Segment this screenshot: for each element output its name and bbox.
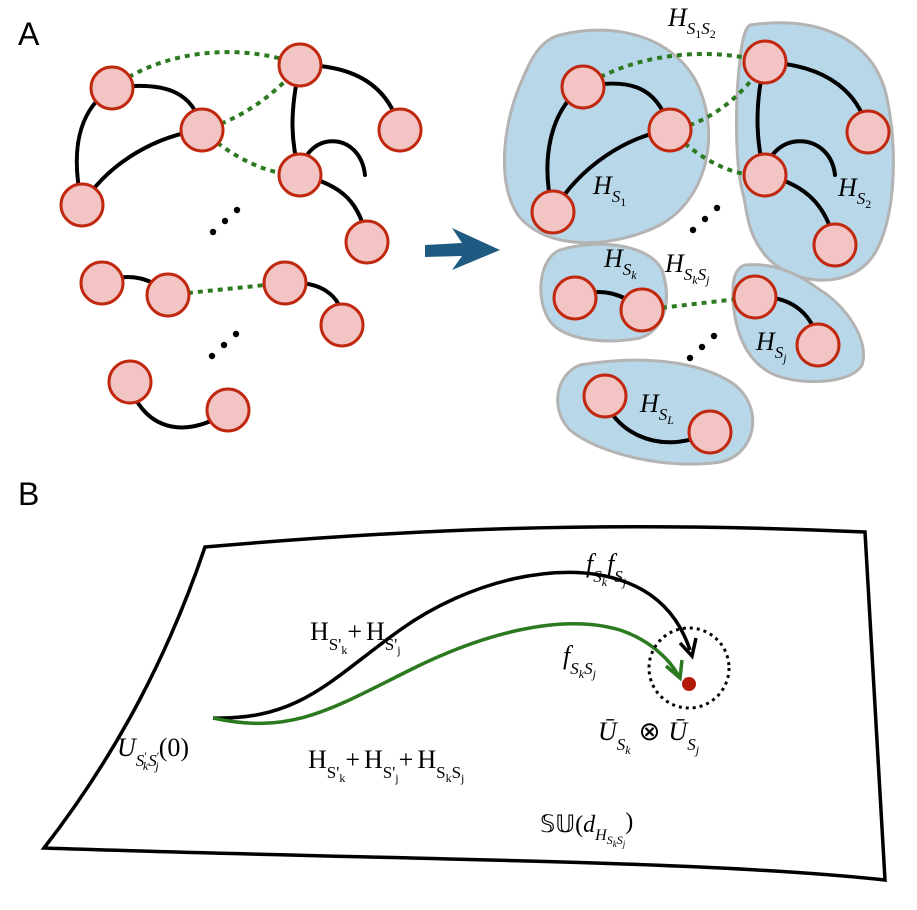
node	[205, 387, 251, 433]
node	[79, 260, 125, 306]
label-h-s1: HS1	[592, 171, 626, 209]
node	[377, 107, 423, 153]
node	[742, 152, 788, 198]
node	[344, 219, 390, 265]
node	[582, 373, 628, 419]
node	[89, 65, 135, 111]
ellipsis-dot	[209, 228, 217, 236]
node	[179, 107, 225, 153]
node	[560, 64, 606, 110]
node	[552, 275, 598, 321]
node	[732, 274, 778, 320]
node	[530, 189, 576, 235]
label-green-path: HS'k+HS'j+HSkSj	[308, 745, 464, 785]
ellipsis-dot	[220, 341, 228, 349]
label-h-sl: HSL	[639, 389, 674, 427]
ellipsis-dot	[686, 354, 694, 362]
label-f-black: fSkfSj	[586, 549, 627, 589]
label-start: US′kS′j(0)	[117, 733, 189, 773]
graph-partitioned: HS1S2 HS1 HS2 HSk HSkSj HSj HSL	[502, 3, 895, 466]
node	[145, 272, 191, 318]
label-h-sj: HSj	[755, 327, 787, 365]
ellipsis-dot	[710, 332, 718, 340]
label-h-s1s2: HS1S2	[667, 3, 716, 41]
node	[742, 39, 788, 85]
node	[845, 109, 891, 155]
label-group: 𝕊𝕌(dHSkSj)	[540, 809, 633, 849]
coupling-edge	[110, 50, 301, 90]
ellipsis-dot	[689, 226, 697, 234]
ellipsis-dot	[221, 217, 229, 225]
node	[277, 152, 323, 198]
manifold-sheet	[40, 524, 887, 882]
node	[795, 322, 841, 368]
node	[812, 222, 858, 268]
node	[687, 409, 733, 455]
target-point	[682, 677, 696, 691]
label-target: ŪSk⊗ŪSj	[598, 717, 700, 757]
ellipsis-dot	[713, 204, 721, 212]
label-h-sk: HSk	[603, 244, 637, 282]
trajectory-green	[212, 622, 680, 726]
node	[647, 107, 693, 153]
subsystem-region-s1	[502, 28, 711, 245]
node	[277, 42, 323, 88]
node	[107, 359, 153, 405]
label-black-path: HS'k+HS'j	[310, 617, 401, 657]
ellipsis-dot	[232, 330, 240, 338]
panel-label-a: A	[18, 16, 40, 52]
node	[59, 182, 105, 228]
target-neighborhood	[647, 626, 731, 710]
ellipsis-dot	[698, 343, 706, 351]
label-h-s2: HS2	[837, 173, 871, 211]
arrowhead-icon	[664, 659, 684, 682]
coupling-edge	[581, 51, 766, 89]
node	[262, 260, 308, 306]
ellipsis-dot	[701, 215, 709, 223]
graph-original	[59, 42, 423, 433]
node	[619, 287, 665, 333]
label-h-sksj: HSkSj	[664, 249, 710, 287]
manifold: HS'k+HS'j HS'k+HS'j+HSkSj fSkfSj fSkSj U…	[40, 524, 887, 882]
transform-arrow-icon	[425, 228, 500, 270]
label-f-green: fSkSj	[563, 641, 597, 681]
ellipsis-dot	[208, 352, 216, 360]
arrowhead-icon	[678, 637, 698, 660]
node	[319, 302, 365, 348]
panel-label-b: B	[18, 476, 39, 512]
trajectory-black	[212, 570, 692, 720]
ellipsis-dot	[233, 206, 241, 214]
